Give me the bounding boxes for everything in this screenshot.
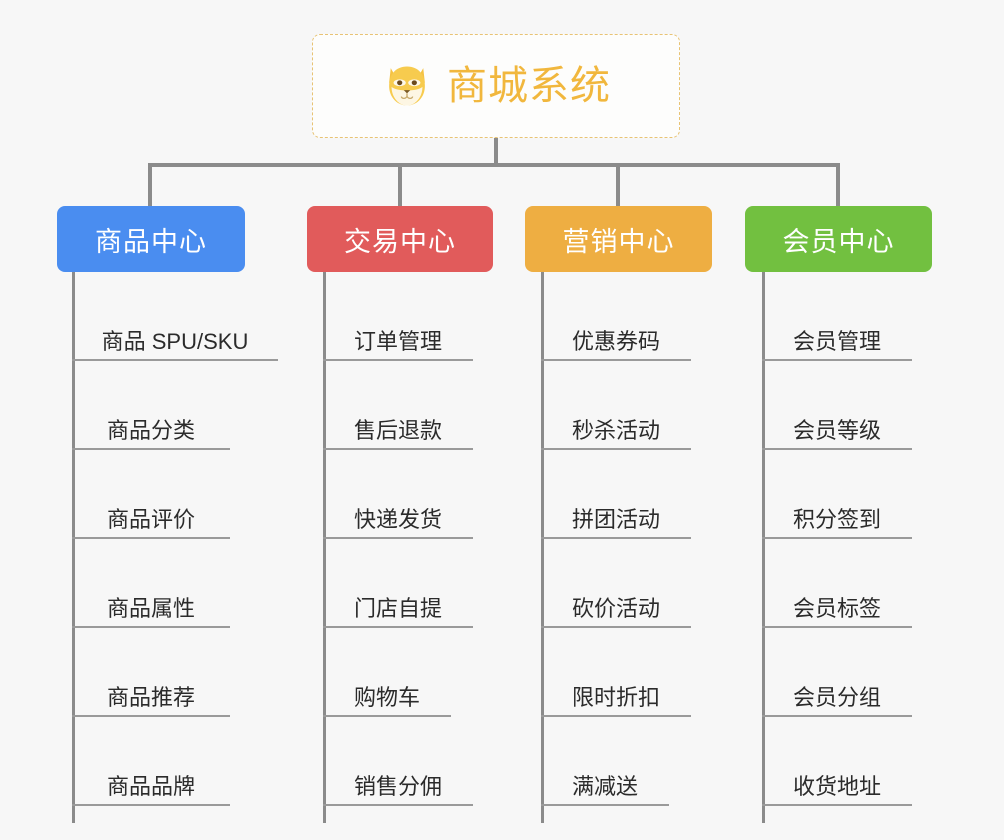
leaf-label: 秒杀活动 <box>571 417 660 443</box>
leaf-item[interactable]: 商品推荐 <box>72 628 230 717</box>
leaf-label: 会员分组 <box>792 684 881 710</box>
branch-label: 交易中心 <box>344 226 456 257</box>
leaf-label: 售后退款 <box>353 417 442 443</box>
leaf-item[interactable]: 会员等级 <box>762 361 912 450</box>
drop-connector-4 <box>836 163 840 206</box>
root-node[interactable]: 商城系统 <box>312 34 680 138</box>
branch-label: 营销中心 <box>562 226 675 257</box>
horizontal-bus-connector <box>148 163 840 167</box>
leaf-label: 会员等级 <box>792 417 881 443</box>
leaf-item[interactable]: 商品品牌 <box>72 717 230 806</box>
leaf-item[interactable]: 订单管理 <box>323 272 473 361</box>
leaf-label: 会员管理 <box>792 328 881 354</box>
leaf-label: 砍价活动 <box>571 595 660 621</box>
drop-connector-3 <box>616 163 620 206</box>
leaf-label: 收货地址 <box>792 773 881 799</box>
leaf-item[interactable]: 拼团活动 <box>541 450 691 539</box>
column-spine <box>541 272 544 823</box>
branch-label: 会员中心 <box>782 226 895 257</box>
leaf-label: 拼团活动 <box>571 506 660 532</box>
branch-box-member-center[interactable]: 会员中心 <box>745 206 932 272</box>
leaf-item[interactable]: 会员管理 <box>762 272 912 361</box>
leaf-label: 商品品牌 <box>106 773 195 799</box>
leaf-item[interactable]: 销售分佣 <box>323 717 473 806</box>
leaf-item[interactable]: 满减送 <box>541 717 669 806</box>
leaf-label: 限时折扣 <box>571 684 660 710</box>
leaf-item[interactable]: 砍价活动 <box>541 539 691 628</box>
leaf-item[interactable]: 商品分类 <box>72 361 230 450</box>
leaf-label: 订单管理 <box>353 328 442 354</box>
branch-box-product-center[interactable]: 商品中心 <box>57 206 245 272</box>
leaf-item[interactable]: 积分签到 <box>762 450 912 539</box>
leaf-item[interactable]: 售后退款 <box>323 361 473 450</box>
leaf-label: 销售分佣 <box>353 773 442 799</box>
column-spine <box>762 272 765 823</box>
leaf-label: 商品属性 <box>106 595 195 621</box>
leaf-label: 积分签到 <box>792 506 881 532</box>
root-title: 商城系统 <box>447 64 611 108</box>
leaf-label: 门店自提 <box>353 595 442 621</box>
leaf-item[interactable]: 快递发货 <box>323 450 473 539</box>
leaf-label: 商品分类 <box>106 417 195 443</box>
leaf-label: 优惠券码 <box>571 328 660 354</box>
leaf-item[interactable]: 购物车 <box>323 628 451 717</box>
column-spine <box>323 272 326 823</box>
branch-box-marketing-center[interactable]: 营销中心 <box>525 206 712 272</box>
branch-label: 商品中心 <box>95 226 207 257</box>
drop-connector-2 <box>398 163 402 206</box>
leaf-label: 商品推荐 <box>106 684 195 710</box>
leaf-item[interactable]: 门店自提 <box>323 539 473 628</box>
root-stem-connector <box>494 138 498 165</box>
leaf-item[interactable]: 会员分组 <box>762 628 912 717</box>
leaf-item[interactable]: 商品 SPU/SKU <box>72 272 278 361</box>
leaf-label: 快递发货 <box>353 506 442 532</box>
leaf-item[interactable]: 优惠券码 <box>541 272 691 361</box>
leaf-item[interactable]: 商品评价 <box>72 450 230 539</box>
leaf-label: 满减送 <box>571 773 638 799</box>
branch-box-trade-center[interactable]: 交易中心 <box>307 206 493 272</box>
leaf-label: 商品评价 <box>106 506 195 532</box>
leaf-label: 商品 SPU/SKU <box>101 328 249 354</box>
shiba-dog-face-icon <box>389 66 425 106</box>
leaf-label: 购物车 <box>353 684 420 710</box>
leaf-label: 会员标签 <box>792 595 881 621</box>
leaf-item[interactable]: 商品属性 <box>72 539 230 628</box>
leaf-item[interactable]: 会员标签 <box>762 539 912 628</box>
column-spine <box>72 272 75 823</box>
leaf-item[interactable]: 收货地址 <box>762 717 912 806</box>
leaf-item[interactable]: 限时折扣 <box>541 628 691 717</box>
leaf-item[interactable]: 秒杀活动 <box>541 361 691 450</box>
drop-connector-1 <box>148 163 152 206</box>
